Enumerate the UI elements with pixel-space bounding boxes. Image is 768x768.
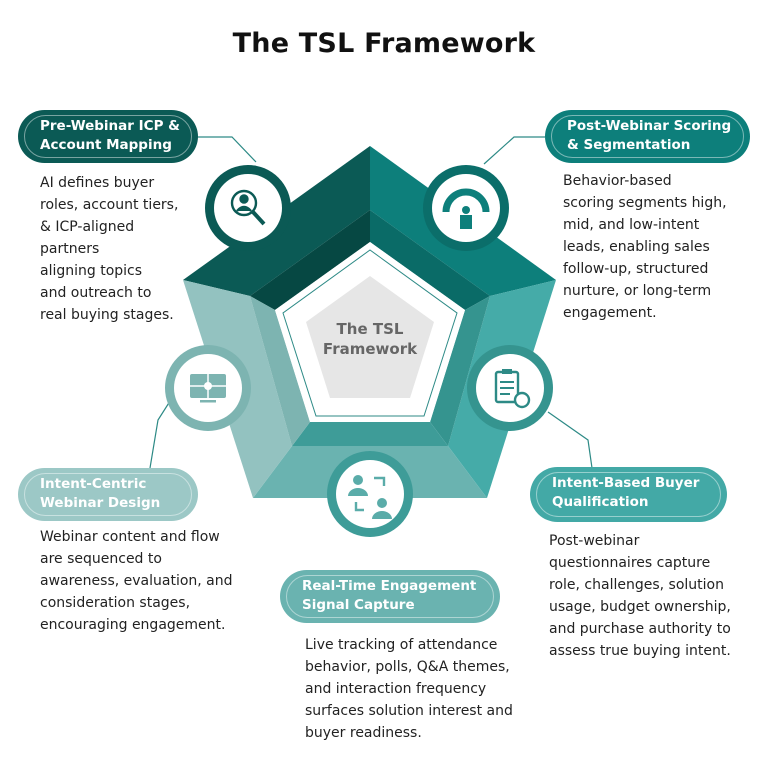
segment-pre-webinar-bevel: [250, 210, 370, 310]
stage-desc-post-webinar: Behavior-based scoring segments high, mi…: [563, 170, 727, 324]
desc-line: buyer readiness.: [305, 725, 422, 741]
desc-line: are sequenced to: [40, 551, 162, 567]
connector-line: [483, 136, 545, 165]
stage-title-signal-capture: Real-Time Engagement Signal Capture: [280, 570, 500, 623]
desc-line: encouraging engagement.: [40, 617, 226, 633]
connector-lines: [149, 136, 593, 469]
stage-title-line: Intent-Based Buyer: [552, 475, 700, 491]
stage-title-post-webinar: Post-Webinar Scoring & Segmentation: [545, 110, 750, 163]
stage-title-line: Account Mapping: [40, 137, 172, 153]
desc-line: follow-up, structured: [563, 261, 709, 277]
desc-line: real buying stages.: [40, 307, 174, 323]
desc-line: scoring segments high,: [563, 195, 727, 211]
desc-line: consideration stages,: [40, 595, 191, 611]
center-pentagon-outline: [282, 249, 458, 417]
desc-line: Behavior-based: [563, 173, 672, 189]
stage-desc-design: Webinar content and flow are sequenced t…: [40, 526, 233, 636]
stage-title-line: & Segmentation: [567, 137, 691, 153]
stage-title-qualification: Intent-Based Buyer Qualification: [530, 467, 727, 522]
stage-title-line: Pre-Webinar ICP &: [40, 118, 180, 134]
page-title: The TSL Framework: [232, 28, 536, 59]
stage-title-design: Intent-Centric Webinar Design: [18, 468, 198, 521]
desc-line: usage, budget ownership,: [549, 599, 731, 615]
desc-line: partners: [40, 241, 100, 257]
stage-desc-signal-capture: Live tracking of attendance behavior, po…: [305, 634, 513, 744]
connector-line: [149, 397, 173, 469]
account-search-icon: [230, 189, 266, 226]
desc-line: and outreach to: [40, 285, 152, 301]
scoring-gauge-icon: [442, 188, 490, 229]
desc-line: role, challenges, solution: [549, 577, 724, 593]
desc-line: leads, enabling sales: [563, 239, 710, 255]
desc-line: engagement.: [563, 305, 657, 321]
icon-badge-pre-webinar: [205, 165, 291, 251]
segment-design-bevel: [250, 296, 310, 446]
segment-signal-capture-bevel: [292, 422, 448, 446]
icon-badge-design: [165, 345, 251, 431]
desc-line: Live tracking of attendance: [305, 637, 498, 653]
webinar-screen-icon: [190, 374, 226, 403]
connector-line: [196, 136, 257, 163]
desc-line: aligning topics: [40, 263, 143, 279]
stage-title-line: Real-Time Engagement: [302, 578, 477, 594]
desc-line: questionnaires capture: [549, 555, 711, 571]
icon-badge-post-webinar: [423, 165, 509, 251]
desc-line: nurture, or long-term: [563, 283, 712, 299]
desc-line: behavior, polls, Q&A themes,: [305, 659, 510, 675]
desc-line: and interaction frequency: [305, 681, 487, 697]
center-label-line1: The TSL: [337, 320, 404, 338]
stage-desc-qualification: Post-webinar questionnaires capture role…: [549, 530, 731, 662]
desc-line: mid, and low-intent: [563, 217, 700, 233]
desc-line: & ICP-aligned: [40, 219, 135, 235]
desc-line: and purchase authority to: [549, 621, 731, 637]
desc-line: awareness, evaluation, and: [40, 573, 233, 589]
desc-line: Webinar content and flow: [40, 529, 220, 545]
segment-post-webinar-bevel: [370, 210, 490, 310]
segment-qualification-bevel: [430, 296, 490, 446]
icon-badge-signal-capture: [327, 451, 413, 537]
desc-line: assess true buying intent.: [549, 643, 731, 659]
stage-title-line: Intent-Centric: [40, 476, 147, 492]
stage-title-pre-webinar: Pre-Webinar ICP & Account Mapping: [18, 110, 198, 163]
stage-title-line: Qualification: [552, 494, 649, 510]
questionnaire-clipboard-icon: [494, 369, 531, 409]
icon-badge-qualification: [467, 345, 553, 431]
desc-line: AI defines buyer: [40, 175, 155, 191]
desc-line: roles, account tiers,: [40, 197, 179, 213]
desc-line: Post-webinar: [549, 533, 640, 549]
stage-desc-pre-webinar: AI defines buyer roles, account tiers, &…: [40, 172, 178, 326]
connector-line: [547, 411, 593, 469]
stage-title-line: Signal Capture: [302, 597, 415, 613]
center-label-line2: Framework: [323, 340, 418, 358]
center-core: [306, 276, 434, 398]
stage-title-line: Post-Webinar Scoring: [567, 118, 732, 134]
desc-line: surfaces solution interest and: [305, 703, 513, 719]
stage-title-line: Webinar Design: [40, 495, 161, 511]
engagement-exchange-icon: [348, 475, 392, 519]
